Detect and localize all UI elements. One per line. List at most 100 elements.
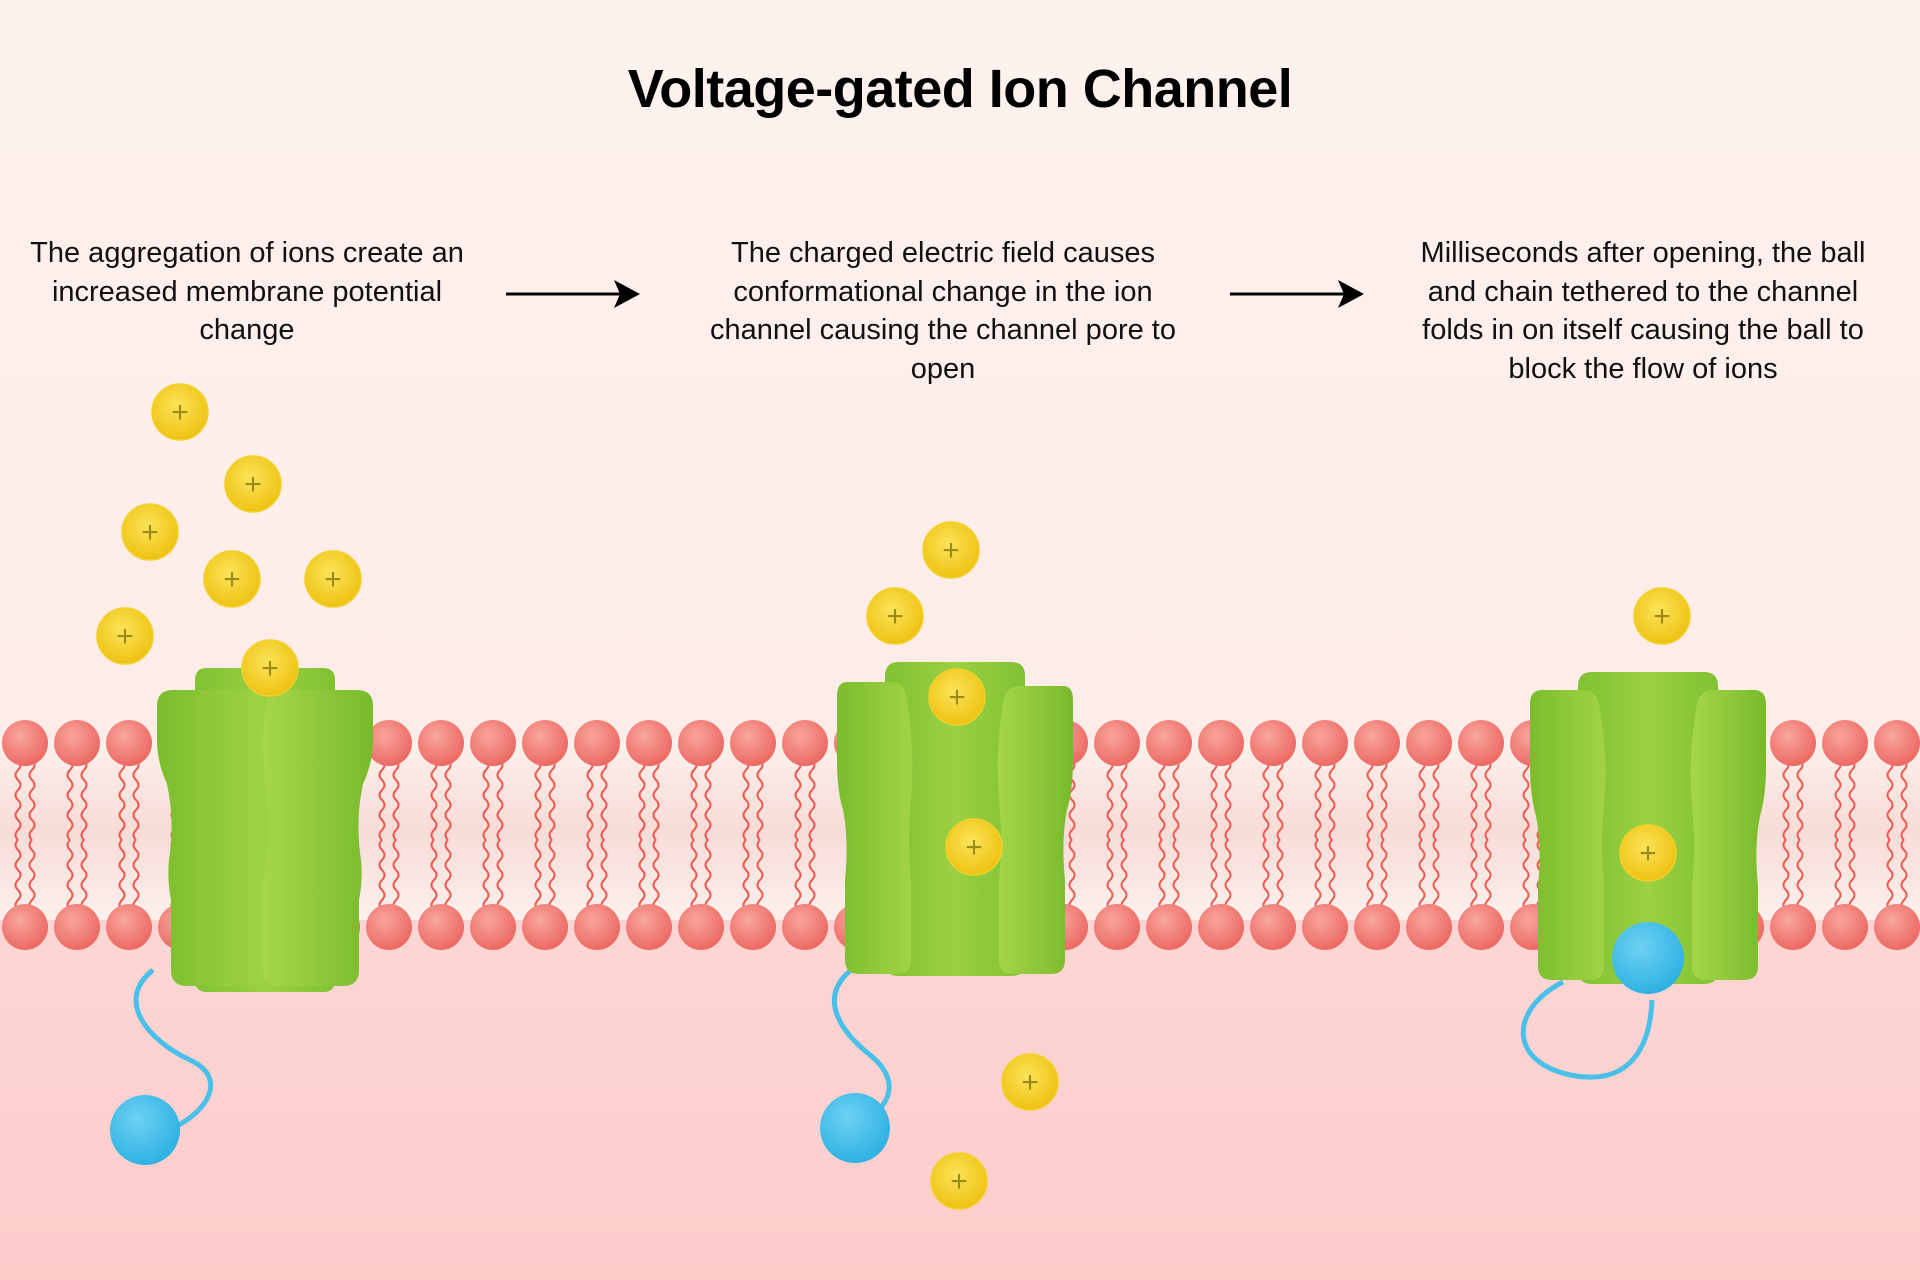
lipid-tail: [756, 759, 764, 841]
positive-ion: +: [121, 503, 179, 561]
phospholipid-head: [1354, 720, 1400, 766]
channel-subunit-right: [1690, 690, 1766, 980]
phospholipid-head: [1250, 720, 1296, 766]
ion-charge-label: +: [886, 600, 904, 633]
lipid-tail: [1834, 759, 1842, 841]
lipid-tail: [1848, 759, 1856, 841]
phospholipid-head: [470, 720, 516, 766]
phospholipid-head: [1094, 904, 1140, 950]
lipid-tail: [378, 759, 386, 841]
lipid-tail: [808, 759, 816, 841]
positive-ion: +: [241, 639, 299, 697]
positive-ion: +: [203, 550, 261, 608]
channel-subunit-left: [1530, 690, 1606, 980]
lipid-tail: [652, 759, 660, 841]
positive-ion: +: [930, 1152, 988, 1210]
positive-ion: +: [922, 521, 980, 579]
positive-ion: +: [945, 818, 1003, 876]
phospholipid-head: [1354, 904, 1400, 950]
ion-charge-label: +: [171, 396, 189, 429]
phospholipid-head: [1146, 904, 1192, 950]
ion-channel-closed: [110, 668, 373, 1165]
phospholipid-head: [522, 904, 568, 950]
phospholipid-head: [782, 720, 828, 766]
inactivation-ball: [1612, 922, 1684, 994]
channel-subunit-left: [837, 682, 913, 974]
phospholipid-head: [730, 904, 776, 950]
lipid-tail: [794, 759, 802, 841]
lipid-tail: [600, 759, 608, 841]
phospholipid-head: [678, 904, 724, 950]
lipid-tail: [1276, 759, 1284, 841]
ion-charge-label: +: [950, 1165, 968, 1198]
lipid-tail: [534, 759, 542, 841]
phospholipid-head: [366, 720, 412, 766]
phospholipid-head: [470, 904, 516, 950]
ion-charge-label: +: [1639, 837, 1657, 870]
lipid-tail: [704, 759, 712, 841]
phospholipid-head: [1198, 904, 1244, 950]
positive-ion: +: [1619, 824, 1677, 882]
arrow-step-2-to-3: [1230, 280, 1364, 308]
ion-charge-label: +: [261, 652, 279, 685]
lipid-tail: [1210, 759, 1218, 841]
phospholipid-head: [106, 904, 152, 950]
lipid-tail: [1328, 759, 1336, 841]
lipid-tail: [1418, 759, 1426, 841]
step-2-caption: The charged electric field causes confor…: [710, 237, 1176, 385]
lipid-tail: [1900, 759, 1908, 841]
step-3-caption: Milliseconds after opening, the ball and…: [1420, 237, 1866, 385]
lipid-tail: [638, 759, 646, 841]
positive-ion: +: [224, 455, 282, 513]
lipid-tail: [1782, 759, 1790, 841]
lipid-tail: [1158, 759, 1166, 841]
phospholipid-head: [54, 904, 100, 950]
phospholipid-head: [1458, 904, 1504, 950]
ion-charge-label: +: [942, 534, 960, 567]
phospholipid-head: [2, 904, 48, 950]
lipid-tail: [1314, 759, 1322, 841]
positive-ion: +: [1633, 587, 1691, 645]
ion-charge-label: +: [1021, 1066, 1039, 1099]
phospholipid-head: [730, 720, 776, 766]
lipid-tail: [1484, 759, 1492, 841]
phospholipid-head: [1302, 720, 1348, 766]
phospholipid-head: [678, 720, 724, 766]
phospholipid-head: [1302, 904, 1348, 950]
channel-subunit-right: [263, 690, 373, 986]
phospholipid-head: [54, 720, 100, 766]
ion-charge-label: +: [948, 681, 966, 714]
phospholipid-head: [1770, 720, 1816, 766]
phospholipid-head: [1822, 904, 1868, 950]
inactivation-chain: [1520, 979, 1655, 1080]
phospholipid-head: [626, 720, 672, 766]
channel-subunit-left: [157, 690, 267, 986]
inactivation-ball: [110, 1095, 180, 1165]
lipid-tail: [1470, 759, 1478, 841]
ion-charge-label: +: [223, 563, 241, 596]
ion-charge-label: +: [324, 563, 342, 596]
positive-ion: +: [928, 668, 986, 726]
phospholipid-head: [418, 720, 464, 766]
lipid-tail: [1886, 759, 1894, 841]
lipid-tail: [1796, 759, 1804, 841]
lipid-tail: [1120, 759, 1128, 841]
lipid-tail: [482, 759, 490, 841]
lipid-tail: [1366, 759, 1374, 841]
positive-ion: +: [96, 607, 154, 665]
lipid-tail: [1522, 759, 1530, 841]
phospholipid-head: [1094, 720, 1140, 766]
lipid-tail: [742, 759, 750, 841]
lipid-tail: [1224, 759, 1232, 841]
lipid-tail: [444, 759, 452, 841]
ion-charge-label: +: [141, 516, 159, 549]
positive-ion: +: [304, 550, 362, 608]
inactivation-ball: [820, 1093, 890, 1163]
phospholipid-head: [574, 904, 620, 950]
inactivation-chain: [133, 968, 214, 1131]
phospholipid-head: [1874, 720, 1920, 766]
phospholipid-head: [1406, 720, 1452, 766]
phospholipid-head: [1874, 904, 1920, 950]
positive-ion: +: [151, 383, 209, 441]
